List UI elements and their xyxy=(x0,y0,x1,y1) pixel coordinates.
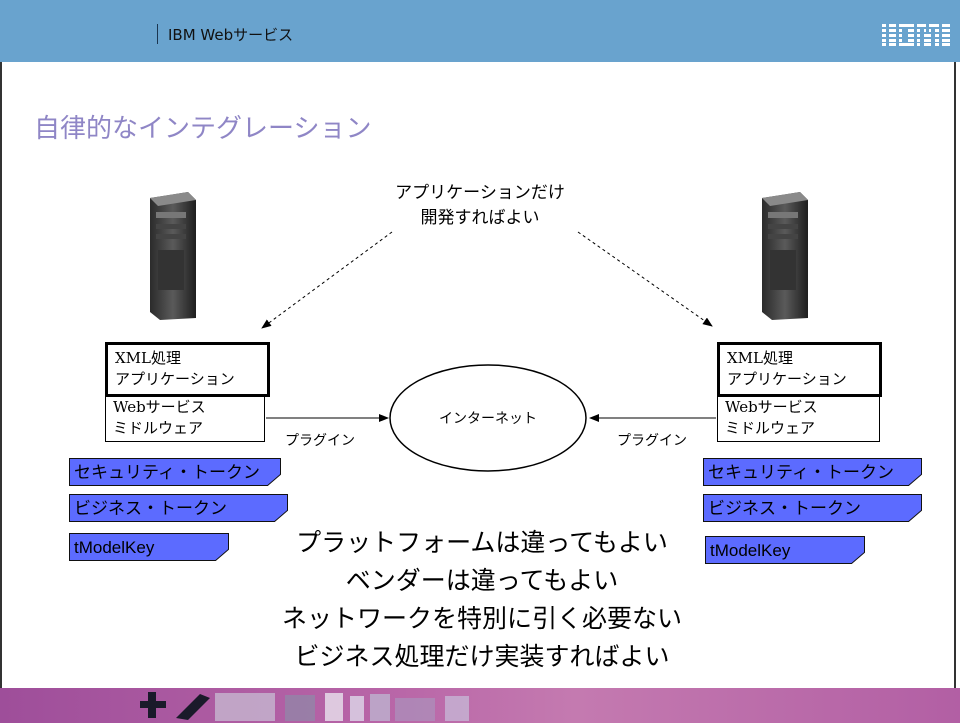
footer-banner xyxy=(0,688,960,723)
message-2: ベンダーは違ってもよい xyxy=(345,567,619,595)
messages-block: プラットフォームは違ってもよい ベンダーは違ってもよい ネットワークを特別に引く… xyxy=(232,524,732,676)
right-app-box: XML処理 アプリケーション xyxy=(717,342,882,397)
left-mw-line-2: ミドルウェア xyxy=(113,419,204,437)
right-app-line-2: アプリケーション xyxy=(727,370,847,388)
header-bar: IBM Webサービス xyxy=(0,0,960,62)
right-note-1-text: セキュリティ・トークン xyxy=(708,463,894,482)
callout-arrow-left xyxy=(261,231,393,329)
left-server-icon xyxy=(150,192,196,320)
message-1: プラットフォームは違ってもよい xyxy=(296,529,668,557)
header-title: IBM Webサービス xyxy=(168,26,294,44)
left-note-2-text: ビジネス・トークン xyxy=(74,499,227,518)
right-app-line-1: XML処理 xyxy=(727,349,793,367)
note-fold-icon xyxy=(274,510,288,522)
internet-label: インターネット xyxy=(439,410,537,426)
right-note-3-text: tModelKey xyxy=(710,541,791,560)
right-plugin-label: プラグイン xyxy=(617,432,687,448)
note-fold-icon xyxy=(267,474,281,486)
right-note-security-token: セキュリティ・トークン xyxy=(703,458,922,486)
left-note-tmodelkey: tModelKey xyxy=(69,533,229,561)
note-fold-icon xyxy=(908,510,922,522)
left-mw-line-1: Webサービス xyxy=(113,398,206,416)
message-4: ビジネス処理だけ実装すればよい xyxy=(294,643,670,671)
left-app-box: XML処理 アプリケーション xyxy=(105,342,270,397)
right-mw-line-1: Webサービス xyxy=(725,398,818,416)
slide-page xyxy=(0,62,956,688)
right-mw-line-2: ミドルウェア xyxy=(725,419,816,437)
note-fold-icon xyxy=(908,474,922,486)
right-note-2-text: ビジネス・トークン xyxy=(708,499,861,518)
internet-cloud xyxy=(389,364,587,472)
callout-arrow-right xyxy=(577,231,713,327)
note-fold-icon xyxy=(215,549,229,561)
right-server-icon xyxy=(762,192,808,320)
left-plugin-label: プラグイン xyxy=(285,432,355,448)
left-note-3-text: tModelKey xyxy=(74,538,155,557)
left-middleware-box: Webサービス ミドルウェア xyxy=(105,392,265,442)
ibm-logo xyxy=(882,24,950,46)
callout-line-2: 開発すればよい xyxy=(420,208,540,227)
left-note-security-token: セキュリティ・トークン xyxy=(69,458,281,486)
footer-decoration xyxy=(140,692,469,721)
right-note-tmodelkey: tModelKey xyxy=(705,536,865,564)
header-separator xyxy=(157,24,158,44)
note-fold-icon xyxy=(851,552,865,564)
left-note-1-text: セキュリティ・トークン xyxy=(74,463,260,482)
callout-line-1: アプリケーションだけ xyxy=(395,183,565,202)
message-3: ネットワークを特別に引く必要ない xyxy=(281,605,682,633)
callout-text: アプリケーションだけ 開発すればよい xyxy=(362,180,598,230)
left-app-line-2: アプリケーション xyxy=(115,370,235,388)
left-note-business-token: ビジネス・トークン xyxy=(69,494,288,522)
left-app-line-1: XML処理 xyxy=(115,349,181,367)
right-note-business-token: ビジネス・トークン xyxy=(703,494,922,522)
right-middleware-box: Webサービス ミドルウェア xyxy=(717,392,880,442)
slide-title: 自律的なインテグレーション xyxy=(34,114,372,144)
